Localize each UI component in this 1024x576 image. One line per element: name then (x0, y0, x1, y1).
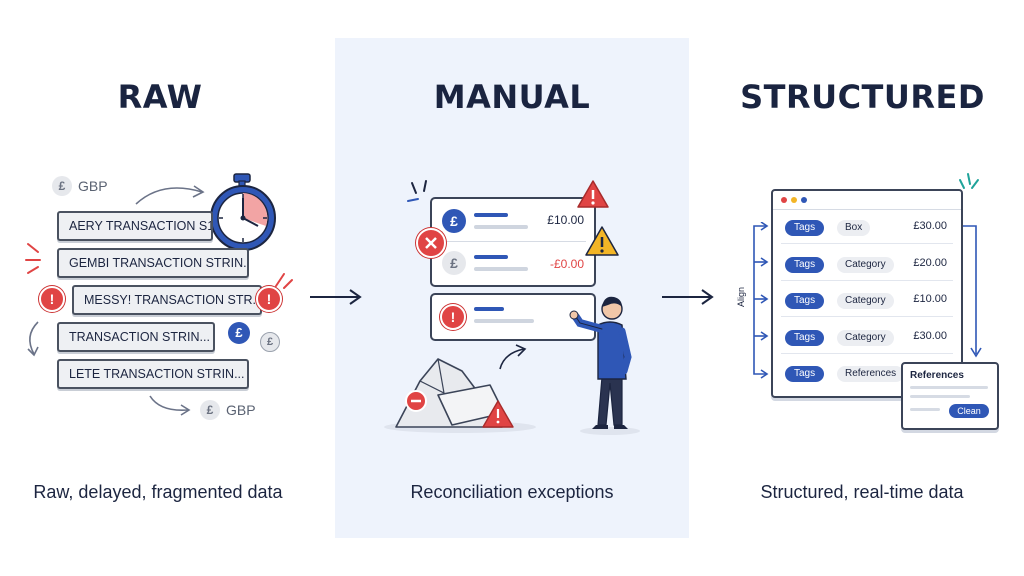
table-row: Tags Box £30.00 (781, 213, 953, 244)
placeholder-bar (910, 408, 940, 411)
category-chip: Category (837, 257, 894, 273)
error-x-icon (416, 228, 446, 258)
card-divider (438, 241, 586, 242)
align-label: Align (736, 287, 746, 308)
pound-coin-icon: £ (52, 176, 72, 196)
placeholder-bar (474, 267, 528, 271)
alert-icon: ! (440, 304, 466, 330)
curved-arrow-icon (499, 344, 527, 370)
manual-illustration: £ £10.00 £ -£0.00 ! (370, 175, 670, 440)
person-pointing-icon (569, 296, 640, 435)
curved-arrow-icon (27, 321, 39, 357)
placeholder-bar (474, 255, 508, 259)
table-row: Tags References (781, 359, 953, 389)
row-amount: £10.00 (913, 293, 947, 305)
placeholder-bar (474, 213, 508, 217)
table-row: Tags Category £20.00 (781, 250, 953, 281)
burst-lines-icon (407, 180, 427, 202)
tag-pill: Tags (785, 220, 825, 236)
tag-pill: Tags (785, 366, 825, 382)
curved-arrow-icon (149, 395, 191, 416)
currency-label-bottom: GBP (226, 402, 256, 418)
structured-heading: STRUCTURED (740, 78, 985, 116)
transaction-strip: TRANSACTION STRIN... (57, 322, 215, 352)
category-chip: References (837, 366, 905, 382)
raw-caption: Raw, delayed, fragmented data (33, 482, 283, 502)
transaction-strip: AERY TRANSACTION S1... (57, 211, 213, 241)
raw-illustration: £ GBP AERY TRANSACTION S1... GEMBI TRANS… (20, 170, 320, 430)
burst-lines-icon (25, 243, 41, 274)
transaction-strip: MESSY! TRANSACTION STR... (72, 285, 262, 315)
row-amount: £30.00 (913, 220, 947, 232)
pound-coin-icon: £ (442, 251, 466, 275)
pound-coin-icon: £ (200, 400, 220, 420)
window-dot-red (781, 197, 787, 203)
debris-pile-icon (384, 358, 536, 433)
manual-panel-background (335, 38, 689, 538)
category-chip: Category (837, 293, 894, 309)
warning-triangle-icon (577, 180, 609, 208)
burst-lines-icon (275, 273, 293, 289)
window-dot-blue (801, 197, 807, 203)
placeholder-bar (474, 307, 504, 311)
right-bracket-icon (962, 225, 982, 358)
exception-card: ! (430, 293, 596, 341)
pound-coin-icon: £ (442, 209, 466, 233)
transaction-strip: LETE TRANSACTION STRIN... (57, 359, 249, 389)
category-chip: Box (837, 220, 871, 236)
warning-triangle-icon (585, 226, 619, 256)
row-amount: £20.00 (913, 257, 947, 269)
card-amount-error: -£0.00 (549, 257, 584, 271)
table-row: Tags Category £30.00 (781, 323, 953, 354)
alert-icon: ! (256, 286, 282, 312)
raw-heading: RAW (117, 78, 203, 116)
tag-pill: Tags (785, 257, 825, 273)
align-bracket-icon (753, 222, 769, 379)
row-amount: £30.00 (913, 330, 947, 342)
alert-icon: ! (39, 286, 65, 312)
currency-label-top: GBP (78, 178, 108, 194)
card-amount: £10.00 (547, 213, 584, 227)
tag-pill: Tags (785, 293, 825, 309)
table-row: Tags Category £10.00 (781, 286, 953, 317)
window-titlebar (773, 191, 961, 210)
sparkle-icon (959, 173, 979, 189)
references-popup: References Clean (901, 362, 999, 430)
placeholder-bar (474, 225, 528, 229)
tag-pill: Tags (785, 330, 825, 346)
curved-arrow-icon (135, 185, 205, 205)
flow-arrow-icon (662, 289, 714, 305)
structured-caption: Structured, real-time data (760, 482, 964, 502)
manual-heading: MANUAL (433, 78, 591, 116)
transaction-strip: GEMBI TRANSACTION STRIN... (57, 248, 249, 278)
clean-button[interactable]: Clean (949, 404, 989, 418)
manual-caption: Reconciliation exceptions (410, 482, 614, 502)
window-dot-yellow (791, 197, 797, 203)
placeholder-bar (910, 386, 988, 389)
reconciliation-card: £ £10.00 £ -£0.00 (430, 197, 596, 287)
flow-arrow-icon (310, 289, 362, 305)
placeholder-bar (474, 319, 534, 323)
placeholder-bar (910, 395, 970, 398)
popup-title: References (910, 370, 964, 381)
pound-coin-icon: £ (260, 332, 280, 352)
stopwatch-icon (210, 173, 276, 251)
category-chip: Category (837, 330, 894, 346)
pound-coin-icon: £ (228, 322, 250, 344)
